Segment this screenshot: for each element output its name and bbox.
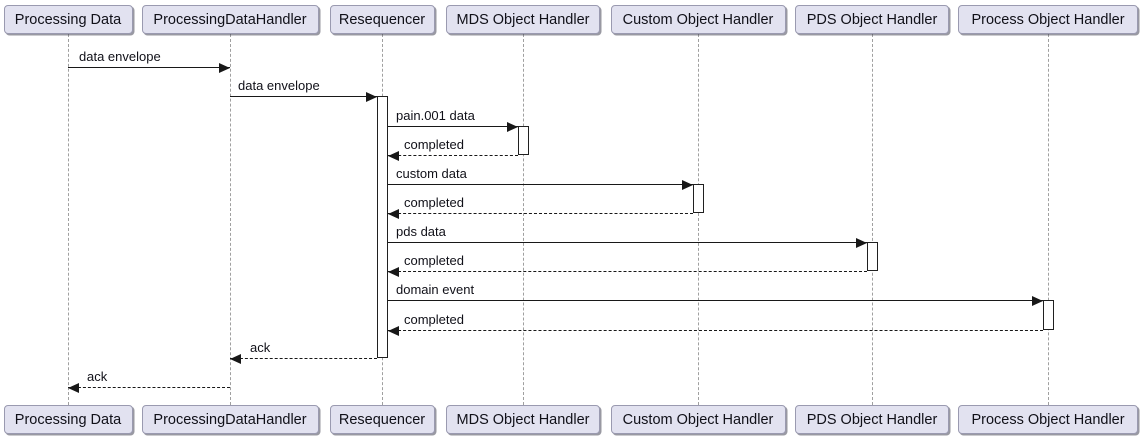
activation-bar-4 <box>1042 300 1054 330</box>
message-arrowhead-8 <box>1032 295 1043 306</box>
message-label-2: pain.001 data <box>396 108 475 123</box>
message-arrowhead-6 <box>856 237 867 248</box>
message-line-3 <box>388 155 518 156</box>
participant-box-top-4: Custom Object Handler <box>610 5 786 34</box>
lifeline-4 <box>697 34 699 405</box>
message-line-11 <box>68 387 230 388</box>
participant-label: Resequencer <box>338 11 426 28</box>
message-arrowhead-7 <box>388 266 399 277</box>
message-arrowhead-9 <box>388 325 399 336</box>
participant-box-top-6: Process Object Handler <box>958 5 1138 34</box>
participant-box-top-1: ProcessingDataHandler <box>141 5 319 34</box>
message-label-7: completed <box>404 253 464 268</box>
participant-box-top-2: Resequencer <box>329 5 435 34</box>
message-label-0: data envelope <box>79 49 161 64</box>
participant-box-top-3: MDS Object Handler <box>446 5 600 34</box>
lifeline-0 <box>67 34 69 405</box>
message-arrowhead-2 <box>507 121 518 132</box>
activation-bar-2 <box>692 184 704 213</box>
participant-label: MDS Object Handler <box>456 11 590 28</box>
participant-label: Processing Data <box>14 11 122 28</box>
message-label-9: completed <box>404 312 464 327</box>
participant-label: ProcessingDataHandler <box>153 11 307 28</box>
participant-box-bottom-5: PDS Object Handler <box>795 405 949 434</box>
message-line-0 <box>68 67 230 68</box>
message-label-4: custom data <box>396 166 467 181</box>
participant-label: Resequencer <box>338 411 426 428</box>
message-label-3: completed <box>404 137 464 152</box>
message-label-11: ack <box>87 369 108 384</box>
message-arrowhead-1 <box>366 91 377 102</box>
message-label-1: data envelope <box>238 78 320 93</box>
lifeline-5 <box>871 34 873 405</box>
message-label-5: completed <box>404 195 464 210</box>
message-label-6: pds data <box>396 224 446 239</box>
message-arrowhead-0 <box>219 62 230 73</box>
lifeline-3 <box>522 34 524 405</box>
message-line-9 <box>388 330 1043 331</box>
participant-box-bottom-3: MDS Object Handler <box>446 405 600 434</box>
message-arrowhead-4 <box>682 179 693 190</box>
activation-bar-0 <box>376 96 388 358</box>
participant-box-bottom-0: Processing Data <box>3 405 133 434</box>
lifeline-6 <box>1047 34 1049 405</box>
activation-bar-3 <box>866 242 878 271</box>
message-line-1 <box>230 96 377 97</box>
message-line-4 <box>388 184 693 185</box>
message-arrowhead-3 <box>388 150 399 161</box>
message-arrowhead-5 <box>388 208 399 219</box>
message-arrowhead-10 <box>230 353 241 364</box>
participant-box-bottom-1: ProcessingDataHandler <box>141 405 319 434</box>
participant-label: Custom Object Handler <box>622 411 774 428</box>
message-line-6 <box>388 242 867 243</box>
participant-box-bottom-2: Resequencer <box>329 405 435 434</box>
message-line-5 <box>388 213 693 214</box>
participant-label: ProcessingDataHandler <box>153 411 307 428</box>
participant-label: Processing Data <box>14 411 122 428</box>
participant-label: PDS Object Handler <box>806 11 938 28</box>
message-line-2 <box>388 126 518 127</box>
message-arrowhead-11 <box>68 382 79 393</box>
message-line-8 <box>388 300 1043 301</box>
participant-label: Custom Object Handler <box>622 11 774 28</box>
message-line-10 <box>230 358 377 359</box>
participant-box-top-5: PDS Object Handler <box>795 5 949 34</box>
participant-label: PDS Object Handler <box>806 411 938 428</box>
message-label-8: domain event <box>396 282 475 297</box>
participant-box-top-0: Processing Data <box>3 5 133 34</box>
message-label-10: ack <box>250 340 271 355</box>
activation-bar-1 <box>517 126 529 155</box>
participant-label: MDS Object Handler <box>456 411 590 428</box>
lifeline-1 <box>229 34 231 405</box>
participant-box-bottom-4: Custom Object Handler <box>610 405 786 434</box>
participant-label: Process Object Handler <box>971 411 1125 428</box>
participant-label: Process Object Handler <box>971 11 1125 28</box>
participant-box-bottom-6: Process Object Handler <box>958 405 1138 434</box>
message-line-7 <box>388 271 867 272</box>
